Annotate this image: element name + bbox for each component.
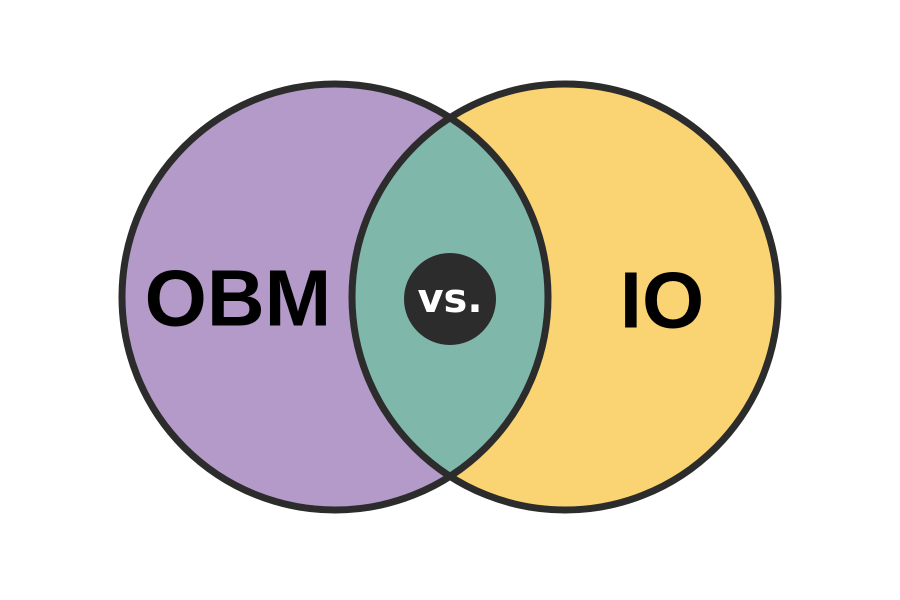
overlap-region [352,84,548,510]
right-set-label: IO [620,256,704,345]
left-set-outline [118,80,552,514]
right-set-outline [348,80,782,514]
vs-badge [404,253,496,345]
vs-label: vs. [417,276,482,322]
left-set-label: OBM [145,254,332,343]
